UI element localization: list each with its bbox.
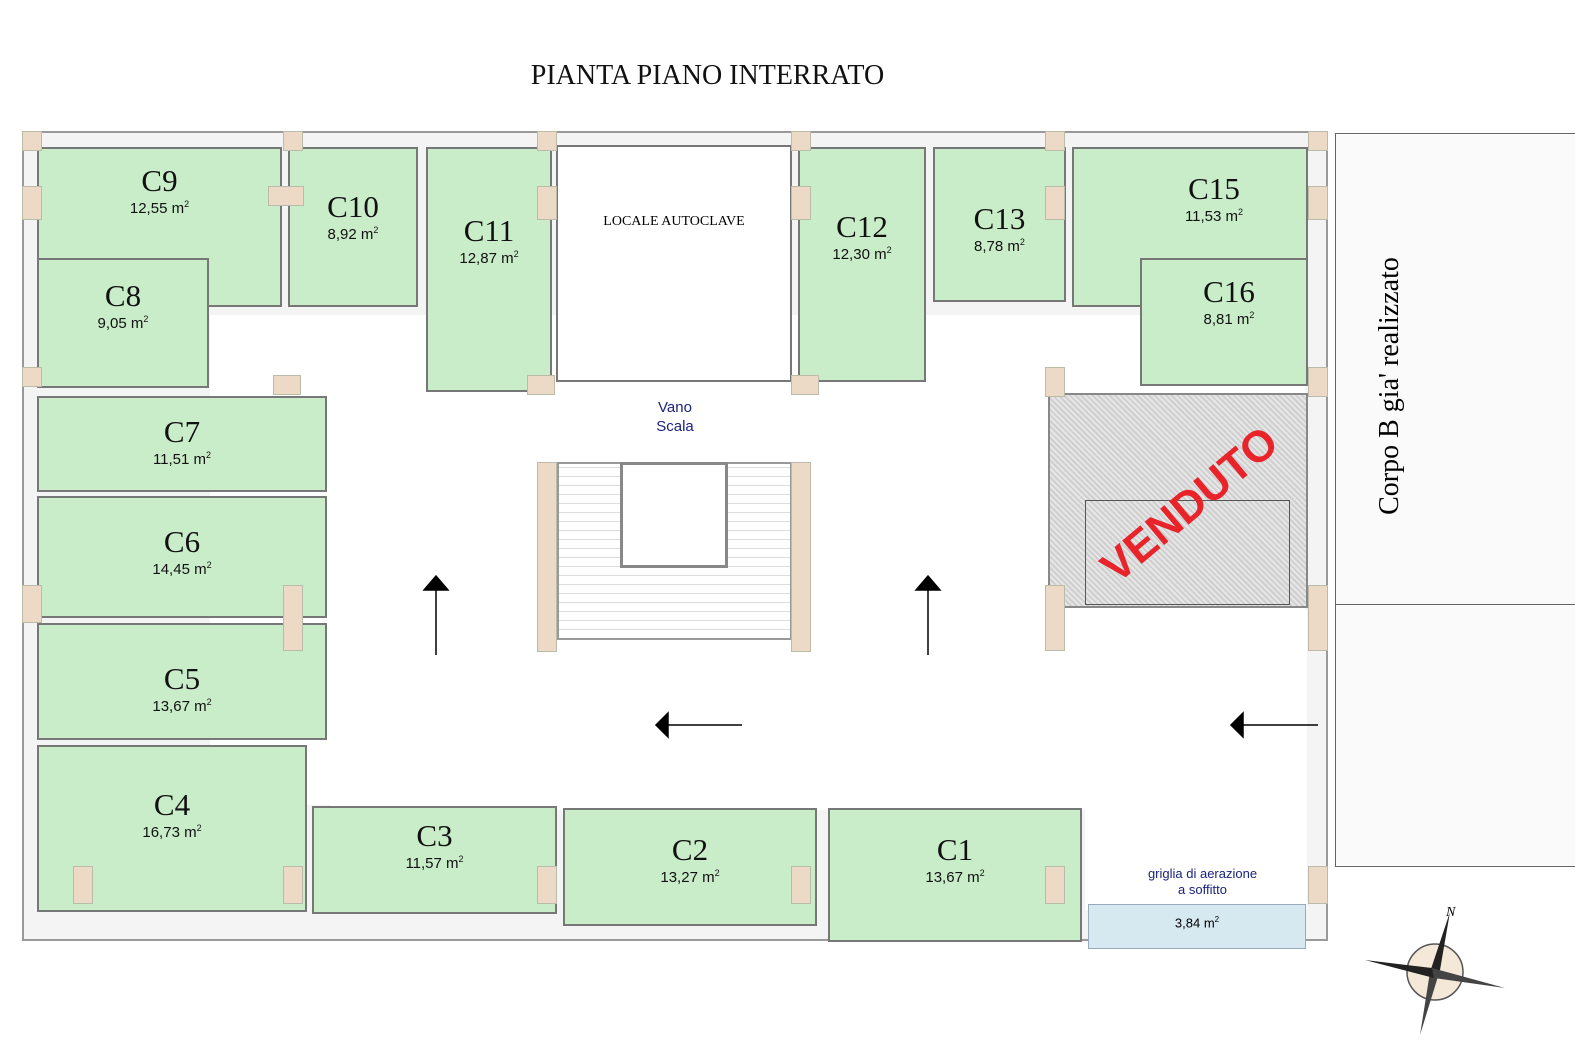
room-name: C13 [973,201,1026,236]
room-c11[interactable]: C11 12,87 m2 [426,147,552,392]
wall-pillar [1308,186,1328,220]
wall-pillar [22,585,42,623]
room-area: 12,87 m2 [459,249,519,267]
room-name: C11 [463,213,515,248]
griglia-label-2: a soffitto [1178,882,1227,897]
vano-label: Vano [658,399,692,416]
room-c12[interactable]: C12 12,30 m2 [798,147,926,382]
room-area: 8,92 m2 [327,225,379,243]
room-c4[interactable]: C4 16,73 m2 [37,745,307,912]
arrow-up-icon [422,574,450,655]
page-title: PIANTA PIANO INTERRATO [530,60,885,91]
wall-pillar [1308,131,1328,151]
locale-autoclave: LOCALE AUTOCLAVE [556,145,792,382]
wall-pillar [283,585,303,651]
wall-pillar [527,375,555,395]
room-c6[interactable]: C6 14,45 m2 [37,496,327,618]
wall-pillar [268,186,304,206]
room-c13[interactable]: C13 8,78 m2 [933,147,1066,302]
room-area: 13,67 m2 [152,697,212,715]
wall-pillar [73,866,93,904]
wall-pillar [1308,585,1328,651]
wall-pillar [537,131,557,151]
wall-pillar [1308,367,1328,397]
wall-pillar [1045,131,1065,151]
room-name: C3 [416,818,453,853]
arrow-up-icon [914,574,942,655]
room-name: C7 [163,414,201,449]
room-area: 13,27 m2 [660,868,720,886]
room-area: 13,67 m2 [925,868,985,886]
wall-pillar [283,866,303,904]
wall-pillar [283,131,303,151]
room-c10[interactable]: C10 8,92 m2 [288,147,418,307]
room-c5[interactable]: C5 13,67 m2 [37,623,327,740]
room-area: 12,30 m2 [832,245,892,263]
arrow-left-icon [1229,711,1318,739]
room-c2[interactable]: C2 13,27 m2 [563,808,817,926]
room-c3[interactable]: C3 11,57 m2 [312,806,557,914]
corpo-b-block-lower [1335,605,1575,867]
wall-pillar [1045,186,1065,220]
sold-box [1085,500,1290,605]
wall-pillar [1045,866,1065,904]
room-name: C4 [153,787,191,822]
wall-pillar [1045,367,1065,397]
room-name: C12 [836,209,888,244]
compass-rose-icon: N [1365,905,1505,1035]
wall-pillar [1045,585,1065,651]
wall-pillar [537,462,557,652]
wall-pillar [791,375,819,395]
corpo-b-block [1335,133,1575,605]
room-c8[interactable]: C8 9,05 m2 [37,258,209,388]
wall-pillar [22,186,42,220]
compass-north-label: N [1445,905,1456,920]
locale-autoclave-label: LOCALE AUTOCLAVE [603,214,745,229]
room-c7[interactable]: C7 11,51 m2 [37,396,327,492]
wall-pillar [791,186,811,220]
room-name: C2 [671,832,709,867]
wall-pillar [791,462,811,652]
room-area: 11,57 m2 [405,854,464,872]
room-name: C8 [104,278,142,313]
scala-label: Scala [656,418,694,435]
room-area: 8,78 m2 [974,237,1025,255]
room-name: C15 [1188,171,1240,206]
wall-pillar [537,866,557,904]
griglia-label-1: griglia di aerazione [1147,866,1258,881]
room-name: C5 [163,661,201,696]
room-name: C10 [327,189,379,224]
wall-pillar [537,186,557,220]
room-area: 9,05 m2 [97,314,149,332]
room-name: C16 [1203,274,1255,309]
room-area: 16,73 m2 [142,823,202,841]
elevator-shaft [620,462,728,568]
room-c16[interactable]: C16 8,81 m2 [1140,258,1308,386]
corpo-b-label: Corpo B gia' realizzato [1374,257,1405,515]
room-c1[interactable]: C1 13,67 m2 [828,808,1082,942]
griglia-area: 3,84 m2 [1088,904,1306,949]
vano-scala-label: Vano Scala [640,398,710,436]
griglia-label: griglia di aerazione a soffitto [1110,866,1295,898]
room-name: C9 [141,163,178,198]
room-area: 11,53 m2 [1184,207,1244,225]
room-name: C6 [163,524,201,559]
wall-pillar [791,866,811,904]
wall-pillar [1308,866,1328,904]
room-name: C1 [936,832,974,867]
wall-pillar [273,375,301,395]
room-area: 8,81 m2 [1203,310,1255,328]
wall-pillar [22,367,42,387]
room-area: 14,45 m2 [152,560,212,578]
room-area: 11,51 m2 [152,450,212,468]
ramp-area [1085,610,1307,910]
wall-pillar [22,131,42,151]
wall-pillar [791,131,811,151]
arrow-left-icon [654,711,742,739]
room-area: 12,55 m2 [129,199,190,217]
